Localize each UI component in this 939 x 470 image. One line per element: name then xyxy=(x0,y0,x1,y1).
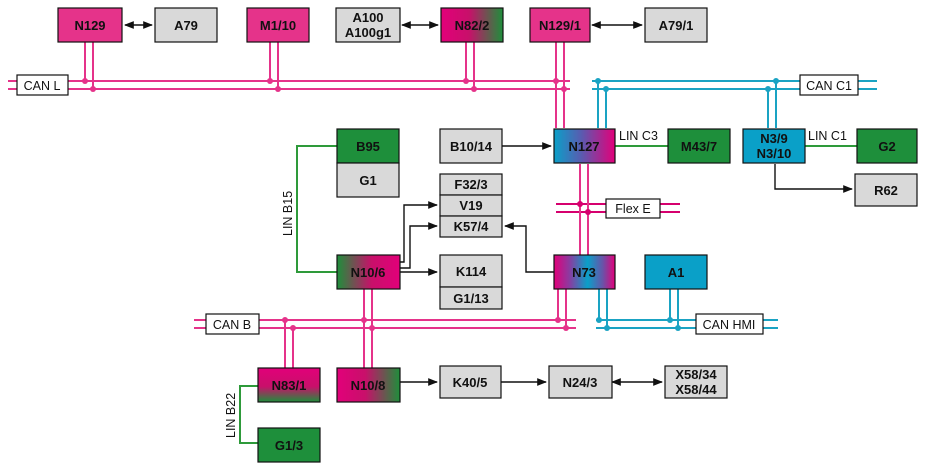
node-k40-5-label: K40/5 xyxy=(453,375,488,390)
node-m1-10-label: M1/10 xyxy=(260,18,296,33)
lin-c1-label: LIN C1 xyxy=(808,129,847,143)
node-x58: X58/34 X58/44 xyxy=(664,365,728,399)
node-n127-label: N127 xyxy=(568,139,599,154)
node-n3-9-label: N3/9 xyxy=(760,131,787,146)
bus-label-can-hmi: CAN HMI xyxy=(695,313,764,335)
lin-b22-label: LIN B22 xyxy=(224,393,238,438)
node-k57-4: K57/4 xyxy=(439,215,503,238)
node-f32-3: F32/3 xyxy=(439,173,503,196)
node-n10-8-label: N10/8 xyxy=(351,378,386,393)
bus-label-can-l: CAN L xyxy=(16,74,69,96)
node-g1-label: G1 xyxy=(359,173,376,188)
node-n83-1: N83/1 xyxy=(257,367,321,403)
node-k40-5: K40/5 xyxy=(439,365,502,399)
node-n129: N129 xyxy=(57,7,123,43)
node-n73-label: N73 xyxy=(572,265,596,280)
bus-label-can-hmi-text: CAN HMI xyxy=(703,318,756,332)
node-k57-4-label: K57/4 xyxy=(454,219,489,234)
node-n127: N127 xyxy=(553,128,616,164)
bus-label-flex-e: Flex E xyxy=(605,198,661,219)
node-a100-label-2: A100g1 xyxy=(345,25,391,40)
node-b10-14-label: B10/14 xyxy=(450,139,493,154)
bus-label-flex-e-text: Flex E xyxy=(615,202,650,216)
bus-label-can-b: CAN B xyxy=(205,313,260,335)
bus-label-can-c1-text: CAN C1 xyxy=(806,79,852,93)
node-n129-label: N129 xyxy=(74,18,105,33)
node-a79-1: A79/1 xyxy=(644,7,708,43)
bus-drops-pink xyxy=(84,42,589,368)
node-a100: A100 A100g1 xyxy=(335,7,401,43)
node-b95-label: B95 xyxy=(356,139,380,154)
node-f32-3-label: F32/3 xyxy=(454,177,487,192)
node-g2: G2 xyxy=(856,128,918,164)
bus-label-can-l-text: CAN L xyxy=(24,79,61,93)
node-b10-14: B10/14 xyxy=(439,128,503,164)
node-n24-3-label: N24/3 xyxy=(563,375,598,390)
node-g2-label: G2 xyxy=(878,139,895,154)
node-n82-2: N82/2 xyxy=(440,7,504,43)
bus-label-can-b-text: CAN B xyxy=(213,318,251,332)
node-a79-1-label: A79/1 xyxy=(659,18,694,33)
lin-b15-label: LIN B15 xyxy=(281,191,295,236)
node-n83-1-label: N83/1 xyxy=(272,378,307,393)
node-n3-10-label: N3/10 xyxy=(757,146,792,161)
node-r62: R62 xyxy=(854,173,918,207)
node-g1-13-label: G1/13 xyxy=(453,291,488,306)
node-x58-44-label: X58/44 xyxy=(675,382,717,397)
node-k114-label: K114 xyxy=(456,264,487,279)
bus-junction-dots xyxy=(82,78,779,331)
node-m43-7: M43/7 xyxy=(667,128,731,164)
bus-label-can-c1: CAN C1 xyxy=(799,74,859,96)
node-r62-label: R62 xyxy=(874,183,898,198)
bus-drops-cyan xyxy=(597,81,777,328)
node-g1-3-label: G1/3 xyxy=(275,438,303,453)
node-m1-10: M1/10 xyxy=(246,7,310,43)
node-n82-2-label: N82/2 xyxy=(455,18,490,33)
signal-arrows xyxy=(124,21,853,386)
node-b95: B95 xyxy=(336,128,400,164)
node-m43-7-label: M43/7 xyxy=(681,139,717,154)
node-g1-3: G1/3 xyxy=(257,427,321,463)
node-n3-9: N3/9 N3/10 xyxy=(742,128,806,164)
node-a1-label: A1 xyxy=(668,265,685,280)
lin-c3-label: LIN C3 xyxy=(619,129,658,143)
node-n129-1: N129/1 xyxy=(529,7,591,43)
node-n24-3: N24/3 xyxy=(548,365,613,399)
node-n10-6: N10/6 xyxy=(336,254,401,290)
node-n10-8: N10/8 xyxy=(336,367,401,403)
node-g1: G1 xyxy=(336,162,400,198)
node-v19: V19 xyxy=(439,194,503,217)
node-n10-6-label: N10/6 xyxy=(351,265,386,280)
node-a79: A79 xyxy=(154,7,218,43)
node-n73: N73 xyxy=(553,254,616,290)
node-a100-label-1: A100 xyxy=(352,10,383,25)
node-k114: K114 xyxy=(439,254,503,288)
node-g1-13: G1/13 xyxy=(439,286,503,310)
node-a1: A1 xyxy=(644,254,708,290)
node-a79-label: A79 xyxy=(174,18,198,33)
lin-links xyxy=(239,145,857,444)
node-x58-34-label: X58/34 xyxy=(675,367,717,382)
node-n129-1-label: N129/1 xyxy=(539,18,581,33)
node-v19-label: V19 xyxy=(459,198,482,213)
